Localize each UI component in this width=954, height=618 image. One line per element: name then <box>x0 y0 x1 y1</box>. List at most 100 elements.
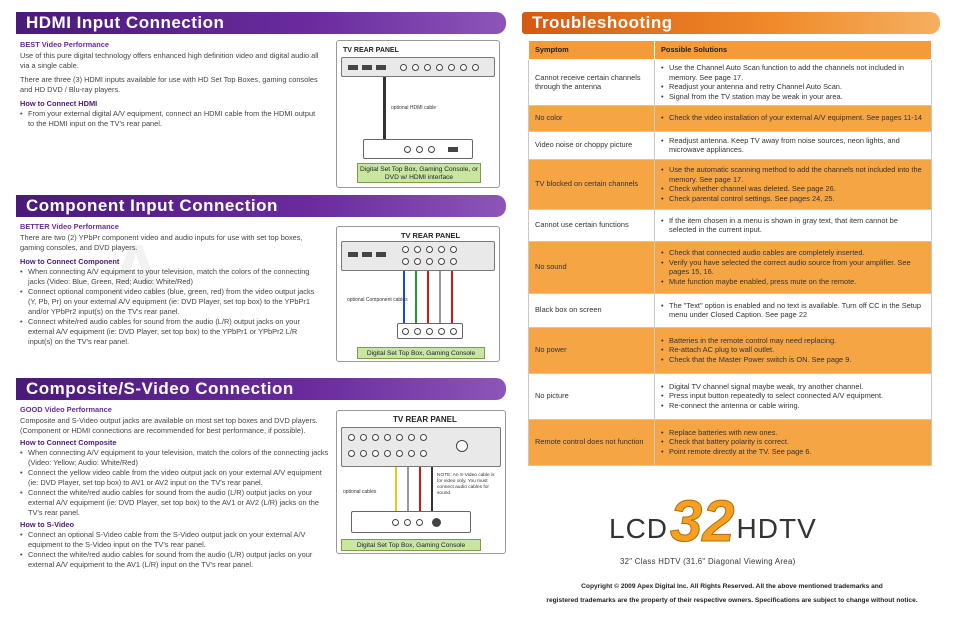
composite-step: Connect the yellow video cable from the … <box>20 468 332 488</box>
solution-item: The "Text" option is enabled and no text… <box>661 301 925 320</box>
solutions-cell: Batteries in the remote control may need… <box>654 326 932 374</box>
hdmi-quality-label: BEST Video Performance <box>20 40 109 49</box>
solutions-cell: Replace batteries with new ones. Check t… <box>654 418 932 466</box>
symptom-cell: No color <box>528 104 655 132</box>
solution-item: Check the video installation of your ext… <box>661 113 925 123</box>
jack-icon <box>372 450 379 457</box>
hdmi-port-icon <box>362 252 372 257</box>
composite-step: When connecting A/V equipment to your te… <box>20 448 332 468</box>
solution-item: Check that battery polarity is correct. <box>661 437 925 447</box>
jack-icon <box>360 434 367 441</box>
jack-icon <box>472 64 479 71</box>
lcd-32-hdtv-logo: LCD 32 HDTV <box>609 489 817 554</box>
solutions-cell: Check the video installation of your ext… <box>654 104 932 132</box>
solution-item: Readjust your antenna and retry Channel … <box>661 82 925 92</box>
symptom-cell: No power <box>528 326 655 374</box>
composite-device-caption: Digital Set Top Box, Gaming Console <box>341 539 481 551</box>
jack-icon <box>450 328 457 335</box>
jack-icon <box>450 258 457 265</box>
solution-item: If the item chosen in a menu is shown in… <box>661 216 925 235</box>
jack-icon <box>402 328 409 335</box>
solutions-cell: If the item chosen in a menu is shown in… <box>654 208 932 242</box>
jack-icon <box>416 146 423 153</box>
component-quality-label: BETTER Video Performance <box>20 222 119 231</box>
jack-icon <box>384 434 391 441</box>
hdmi-section-header: HDMI Input Connection <box>16 12 506 34</box>
hdmi-panel-title: TV REAR PANEL <box>343 47 399 54</box>
composite-para1: Composite and S-Video output jacks are a… <box>20 416 318 435</box>
composite-panel-title: TV REAR PANEL <box>393 415 457 424</box>
composite-text: GOOD Video Performance Composite and S-V… <box>20 405 332 570</box>
jack-icon <box>404 146 411 153</box>
jack-icon <box>408 450 415 457</box>
hdmi-diagram: TV REAR PANEL optional HDMI cable Digita… <box>336 40 500 188</box>
hdmi-port-icon <box>448 147 458 152</box>
jack-icon <box>424 64 431 71</box>
hdmi-port-icon <box>348 252 358 257</box>
product-subtitle: 32" Class HDTV (31.6" Diagonal Viewing A… <box>620 557 796 566</box>
component-step: When connecting A/V equipment to your te… <box>20 267 320 287</box>
composite-cable-yellow <box>395 467 397 511</box>
composite-steps: When connecting A/V equipment to your te… <box>20 448 332 518</box>
composite-quality-label: GOOD Video Performance <box>20 405 112 414</box>
component-panel-title: TV REAR PANEL <box>401 231 460 240</box>
svideo-step: Connect the white/red audio cables for s… <box>20 550 332 570</box>
svideo-steps: Connect an optional S-Video cable from t… <box>20 530 332 570</box>
component-cable-white <box>439 271 441 323</box>
svideo-jack-icon <box>432 518 441 527</box>
solutions-cell: Digital TV channel signal maybe weak, tr… <box>654 372 932 420</box>
hdmi-steps: From your external digital A/V equipment… <box>20 109 320 129</box>
jack-icon <box>428 146 435 153</box>
troubleshooting-table: Symptom Possible Solutions Cannot receiv… <box>528 40 932 466</box>
jack-icon <box>426 258 433 265</box>
hdmi-port-icon <box>376 252 386 257</box>
hdmi-para2: There are three (3) HDMI inputs availabl… <box>20 75 318 94</box>
solution-item: Check whether channel was deleted. See p… <box>661 184 925 194</box>
solution-item: Check parental control settings. See pag… <box>661 194 925 204</box>
component-cable-label: optional Component cables <box>347 297 408 303</box>
solution-item: Re-attach AC plug to wall outlet. <box>661 345 925 355</box>
hdmi-para1: Use of this pure digital technology offe… <box>20 51 319 70</box>
solutions-cell: The "Text" option is enabled and no text… <box>654 292 932 328</box>
component-cable-blue <box>403 271 405 323</box>
symptom-cell: Remote control does not function <box>528 418 655 466</box>
svideo-how-title: How to S-Video <box>20 520 75 529</box>
jack-icon <box>402 246 409 253</box>
copyright-notice: Copyright © 2009 Apex Digital Inc. All R… <box>520 580 944 608</box>
hdmi-port-icon <box>362 65 372 70</box>
jack-icon <box>416 519 423 526</box>
composite-diagram: TV REAR PANEL optional cables NOTE: An S… <box>336 410 506 554</box>
logo-size-number: 32 <box>670 489 736 554</box>
jack-icon <box>402 258 409 265</box>
component-how-title: How to Connect Component <box>20 257 120 266</box>
solution-item: Readjust antenna. Keep TV away from nois… <box>661 136 925 155</box>
jack-icon <box>460 64 467 71</box>
composite-tv-rear-panel <box>341 427 501 467</box>
jack-icon <box>412 64 419 71</box>
symptom-cell: No picture <box>528 372 655 420</box>
svideo-note: NOTE: An S-Video cable is for video only… <box>437 473 495 496</box>
troubleshooting-title: Troubleshooting <box>532 13 673 32</box>
component-title: Component Input Connection <box>26 196 278 215</box>
composite-cable-white <box>407 467 409 511</box>
solution-item: Digital TV channel signal maybe weak, tr… <box>661 382 925 392</box>
jack-icon <box>400 64 407 71</box>
hdmi-port-icon <box>376 65 386 70</box>
set-top-box-device <box>397 323 463 339</box>
troubleshooting-header: Troubleshooting <box>522 12 940 34</box>
symptom-column-header: Symptom <box>528 40 655 60</box>
solution-item: Verify you have selected the correct aud… <box>661 258 925 277</box>
composite-cable-label: optional cables <box>343 489 377 495</box>
hdmi-title: HDMI Input Connection <box>26 13 225 32</box>
solution-item: Check that the Master Power switch is ON… <box>661 355 925 365</box>
solutions-cell: Use the automatic scanning method to add… <box>654 158 932 210</box>
solutions-column-header: Possible Solutions <box>654 40 932 60</box>
component-section-header: Component Input Connection <box>16 195 506 217</box>
jack-icon <box>438 246 445 253</box>
svideo-cable <box>431 467 433 511</box>
jack-icon <box>420 434 427 441</box>
composite-cable-red <box>419 467 421 511</box>
table-row: No picture Digital TV channel signal may… <box>528 372 932 420</box>
hdmi-cable-label: optional HDMI cable <box>391 105 437 111</box>
solution-item: Replace batteries with new ones. <box>661 428 925 438</box>
